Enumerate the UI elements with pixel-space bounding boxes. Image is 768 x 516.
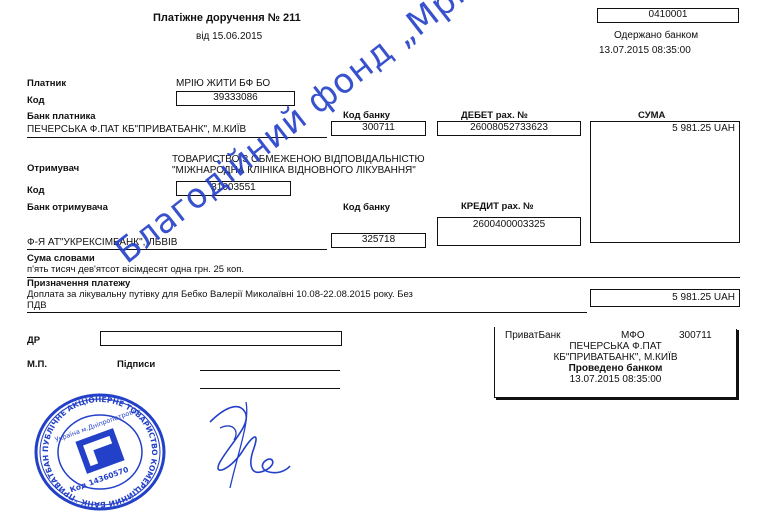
amount-words-label: Сума словами [27,253,95,264]
recipient-code-label: Код [27,185,45,196]
signatures-label: Підписи [117,359,156,370]
stamp-mfo-label: МФО [621,330,645,341]
stamp-shadow-right [737,330,739,400]
amount-words-underline [27,277,740,278]
payer-bank-name: ПЕЧЕРСЬКА Ф.ПАТ КБ"ПРИВАТБАНК", М.КИЇВ [27,124,247,135]
recipient-label: Отримувач [27,163,80,174]
form-code-box: 0410001 [597,8,739,23]
recipient-name-line1: ТОВАРИСТВО З ОБМЕЖЕНОЮ ВІДПОВІДАЛЬНІСТЮ [172,154,425,165]
payer-bank-code-label: Код банку [343,110,391,121]
debit-label: ДЕБЕТ рах. № [461,110,528,121]
signature-line-2 [200,388,340,389]
payer-name: МРІЮ ЖИТИ БФ БО [176,78,271,89]
recipient-name-line2: "МІЖНАРОДНА КЛІНІКА ВІДНОВНОГО ЛІКУВАННЯ… [172,165,416,176]
recipient-code-box: 31003551 [176,181,291,196]
payer-bank-label: Банк платника [27,111,96,122]
bank-seal-icon: ПУБЛІЧНЕ АКЦІОНЕРНЕ ТОВАРИСТВО КОМЕРЦІЙН… [28,392,166,511]
stamp-line5: 13.07.2015 08:35:00 [569,374,662,385]
stamp-shadow-bottom [496,398,739,400]
received-datetime: 13.07.2015 08:35:00 [599,45,691,56]
bank-processing-stamp: ПриватБанк МФО 300711 ПЕЧЕРСЬКА Ф.ПАТ КБ… [494,321,738,398]
handwritten-signature-icon [209,401,291,489]
recipient-bank-label: Банк отримувача [27,202,108,213]
payer-bank-underline [27,137,327,138]
credit-account-box: 2600400003325 [437,217,581,246]
received-label: Одержано банком [614,30,699,41]
recipient-bank-code-box: 325718 [331,233,426,248]
payer-bank-code-box: 300711 [331,121,426,136]
document-date: від 15.06.2015 [196,31,263,42]
debit-account-box: 26008052733623 [437,121,581,136]
dr-box [100,331,342,346]
purpose-label: Призначення платежу [27,278,131,289]
sum-label: СУМА [638,110,666,121]
amount-words: п'ять тисяч дев'ятсот вісімдесят одна гр… [27,264,245,275]
dr-label: ДР [27,335,41,346]
signature-line-1 [200,370,340,371]
purpose-sum-box: 5 981.25 UAH [590,289,740,307]
stamp-mfo: 300711 [679,330,712,341]
payer-label: Платник [27,78,67,89]
recipient-bank-name: Ф-Я АТ"УКРЕКСІМБАНК", ЛЬВІВ [27,237,178,248]
stamp-line4: Проведено банком [568,363,663,374]
document-title: Платіжне доручення № 211 [153,12,301,24]
purpose-underline [27,312,587,313]
purpose-line1: Доплата за лікувальну путівку для Бебко … [27,289,413,300]
sum-box: 5 981.25 UAH [590,121,740,243]
purpose-line2: ПДВ [27,300,47,311]
stamp-line3: КБ"ПРИВАТБАНК", М.КИЇВ [553,352,678,363]
credit-account: 2600400003325 [472,219,546,230]
recipient-bank-code-label: Код банку [343,202,391,213]
stamp-bank-name: ПриватБанк [505,330,561,341]
mp-label: М.П. [27,359,48,370]
stamp-line2: ПЕЧЕРСЬКА Ф.ПАТ [569,341,662,352]
payer-code-label: Код [27,95,45,106]
payer-code-box: 39333086 [176,91,295,106]
recipient-bank-underline [27,249,327,250]
credit-label: КРЕДИТ рах. № [461,201,534,212]
